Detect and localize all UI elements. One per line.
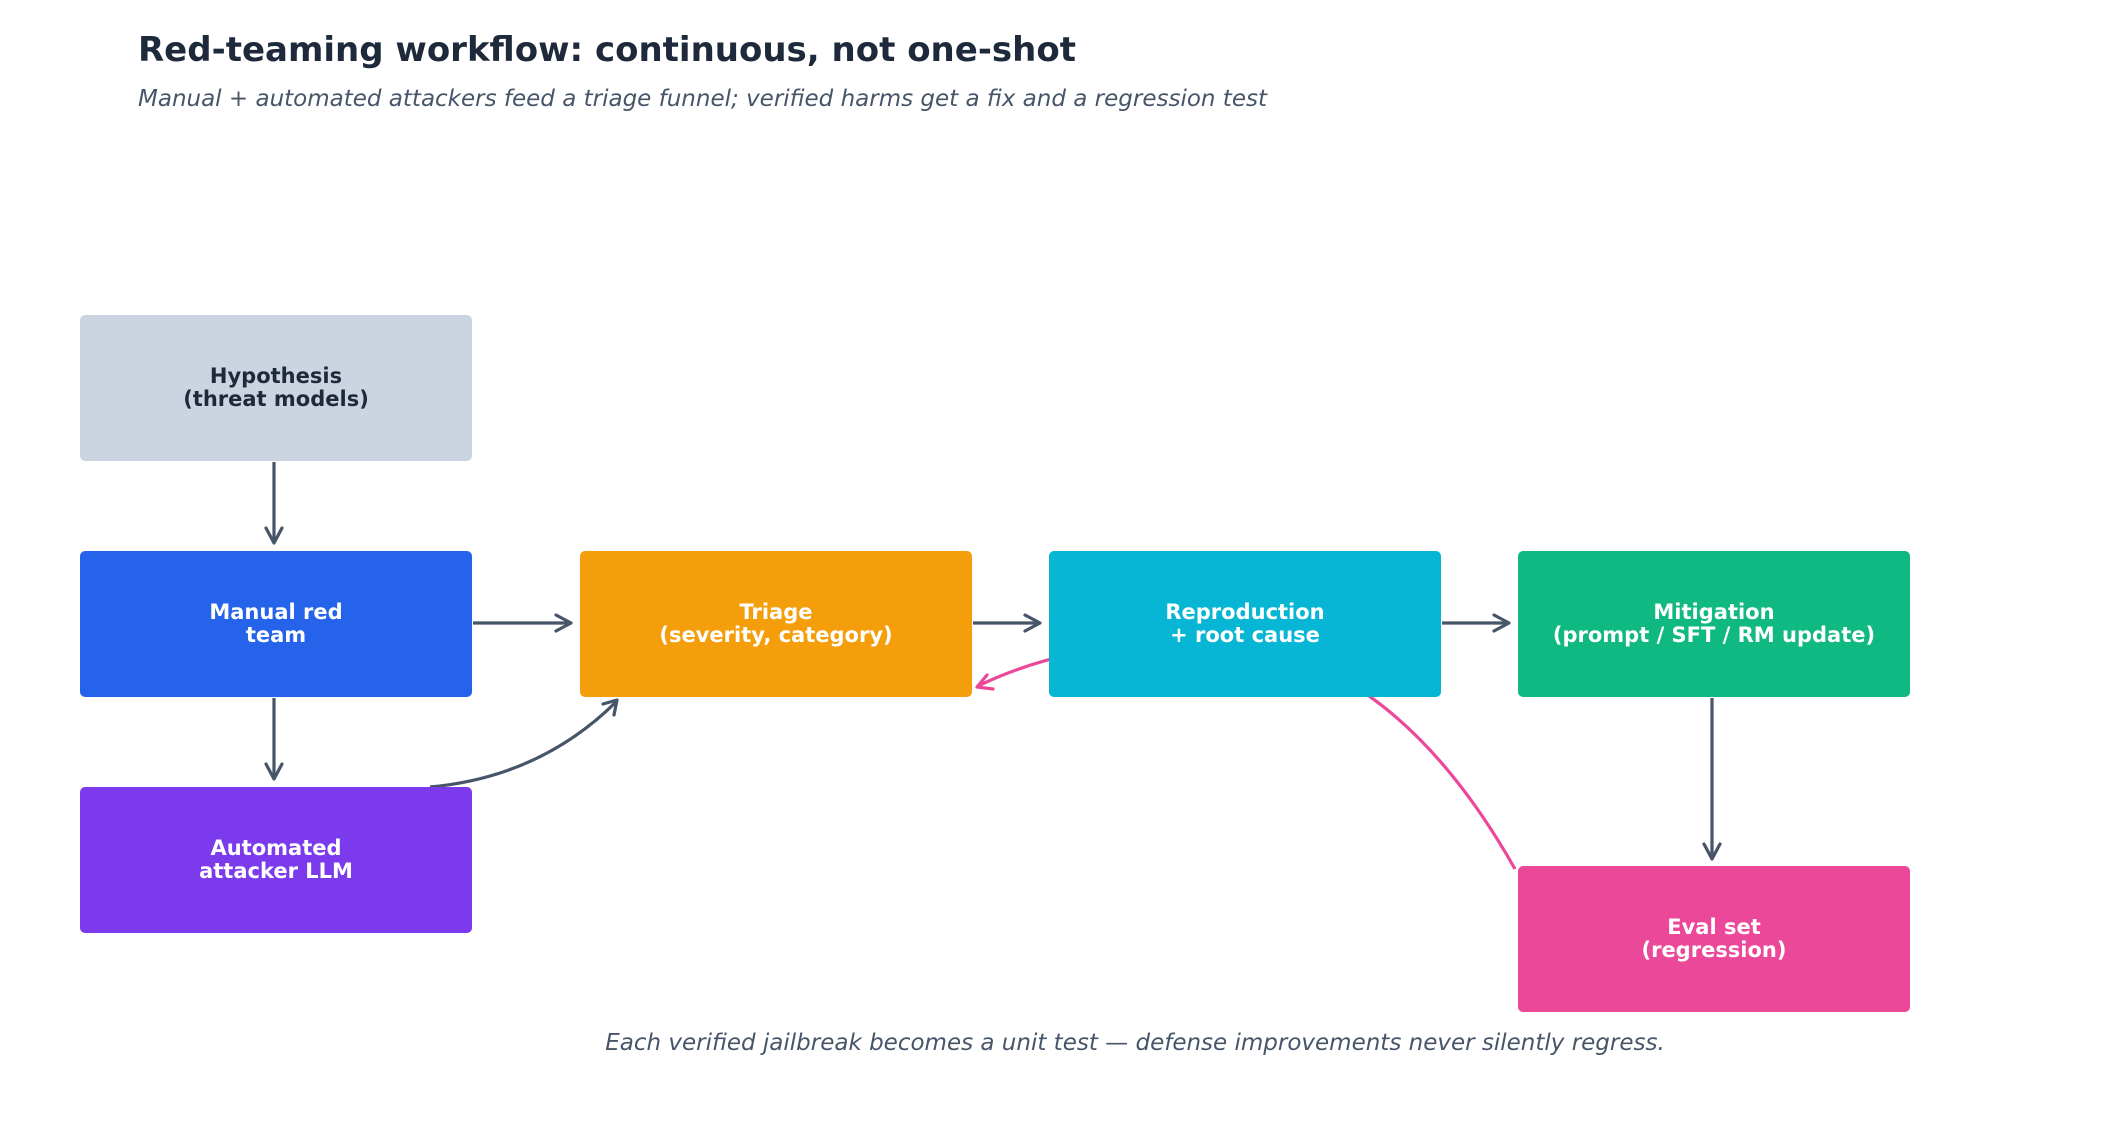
node-manual-red-team: Manual red team	[80, 551, 472, 697]
node-hypothesis-label: Hypothesis (threat models)	[183, 364, 369, 411]
node-reproduction-label: Reproduction + root cause	[1165, 600, 1325, 647]
node-eval-set-label: Eval set (regression)	[1641, 915, 1787, 962]
diagram-subtitle: Manual + automated attackers feed a tria…	[138, 86, 1267, 112]
diagram-footer: Each verified jailbreak becomes a unit t…	[605, 1030, 1665, 1056]
diagram-title: Red-teaming workflow: continuous, not on…	[138, 30, 1076, 70]
node-automated-attacker-label: Automated attacker LLM	[199, 836, 353, 883]
arrowhead-automated-to-triage	[601, 698, 619, 717]
node-eval-set: Eval set (regression)	[1518, 866, 1910, 1012]
arrowhead-manual-to-automated	[264, 762, 284, 781]
arrowhead-manual-to-triage	[554, 613, 573, 633]
edge-automated-to-triage	[429, 700, 618, 789]
arrowhead-eval-to-triage	[975, 673, 995, 691]
node-mitigation: Mitigation (prompt / SFT / RM update)	[1518, 551, 1910, 697]
node-reproduction: Reproduction + root cause	[1049, 551, 1441, 697]
node-mitigation-label: Mitigation (prompt / SFT / RM update)	[1552, 600, 1876, 647]
node-automated-attacker: Automated attacker LLM	[80, 787, 472, 933]
node-hypothesis: Hypothesis (threat models)	[80, 315, 472, 461]
node-triage: Triage (severity, category)	[580, 551, 972, 697]
arrowhead-hypothesis-to-manual	[264, 526, 284, 545]
arrowhead-triage-to-repro	[1023, 613, 1042, 633]
node-manual-red-team-label: Manual red team	[209, 600, 343, 647]
arrowhead-repro-to-mitigation	[1492, 613, 1511, 633]
arrowhead-mitigation-to-eval	[1702, 842, 1722, 861]
node-triage-label: Triage (severity, category)	[659, 600, 893, 647]
